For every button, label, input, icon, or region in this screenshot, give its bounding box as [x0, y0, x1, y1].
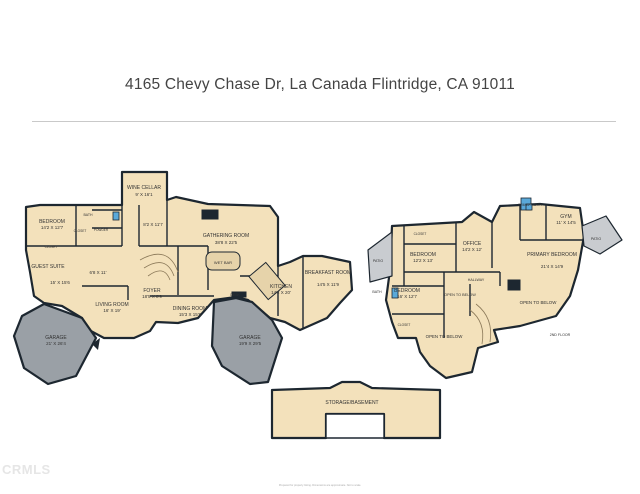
desk-label: DESK — [230, 293, 240, 297]
storage-basement-label: STORAGE/BASEMENT — [325, 400, 378, 406]
bedroom3-dim: 16' X 12'7 — [397, 294, 417, 299]
garage-right — [210, 296, 284, 386]
primary-bedroom-dim: 21'4 X 14'9 — [541, 264, 564, 269]
gym-dim: 11' X 14'5 — [556, 220, 576, 225]
wine-cellar-dim: 9' X 16'1 — [135, 192, 153, 197]
patio-left — [367, 231, 393, 283]
guest-suite-dim: 15' X 15'6 — [50, 280, 70, 285]
office-dim: 14'2 X 12' — [462, 247, 482, 252]
watermark-logo: CRMLS — [2, 462, 51, 477]
bedroom1-label: BEDROOM — [39, 219, 65, 225]
living-room-label: LIVING ROOM — [95, 302, 128, 308]
bedroom2-dim: 12'2 X 13' — [413, 258, 433, 263]
patio-right-label: PATIO — [591, 237, 601, 241]
foyer-dim: 18'5 X 8'9 — [142, 294, 162, 299]
wet-bar-label: WET BAR — [214, 260, 232, 265]
guest-suite-label: GUEST SUITE — [31, 264, 65, 270]
second-floor-outline — [384, 202, 586, 380]
garage-left-dim: 21' X 26'4 — [46, 341, 66, 346]
divider — [32, 121, 616, 122]
breakfast-label: BREAKFAST ROOM — [305, 270, 351, 276]
dining-room-label: DINING ROOM — [173, 306, 207, 312]
hallway-label: HALLWAY — [468, 278, 485, 282]
bath1-label: BATH — [83, 213, 93, 217]
gym-label: GYM — [560, 214, 571, 220]
primary-bedroom-label: PRIMARY BEDROOM — [527, 252, 577, 258]
open-below-3: OPEN TO BELOW — [426, 334, 464, 339]
open-below-1: OPEN TO BELOW — [444, 293, 476, 297]
closet1-label: CLOSET — [74, 229, 87, 233]
storage-dim: 6'8 X 11' — [90, 270, 107, 275]
garage-left-label: GARAGE — [45, 335, 67, 341]
bedroom2-label: BEDROOM — [410, 252, 436, 258]
wine-cellar-label: WINE CELLAR — [127, 185, 161, 191]
garage-left — [12, 302, 98, 386]
compass-icon — [92, 338, 100, 350]
bedroom1-dim: 14'2 X 12'7 — [41, 225, 64, 230]
page-title: 4165 Chevy Chase Dr, La Canada Flintridg… — [125, 76, 515, 93]
primary-bath-label: PRIMARY BATH — [518, 203, 542, 207]
kitchen-dim: 14'2 X 20' — [271, 290, 291, 295]
foyer-label: FOYER — [143, 288, 161, 294]
gathering-label: GATHERING ROOM — [203, 233, 249, 239]
living-room-dim: 16' X 19' — [103, 308, 120, 313]
dining-room-dim: 15'3 X 15'8 — [179, 312, 202, 317]
patio-right — [581, 215, 623, 255]
garage-right-dim: 19'9 X 29'5 — [239, 341, 262, 346]
open-below-2: OPEN TO BELOW — [520, 300, 558, 305]
closet-up-label: CLOSET — [414, 232, 427, 236]
office-label: OFFICE — [463, 241, 482, 247]
patio-left-label: PATIO — [373, 259, 383, 263]
powder-label: POWDER — [94, 228, 109, 232]
bedroom3-label: BEDROOM — [394, 288, 420, 294]
closet-guest-label: CLOSET — [45, 245, 58, 249]
closet-b3-label: CLOSET — [398, 323, 411, 327]
second-floor-label: 2ND FLOOR — [550, 333, 571, 337]
kitchen-label: KITCHEN — [270, 284, 292, 290]
garage-right-label: GARAGE — [239, 335, 261, 341]
bath-up-label: BATH — [372, 290, 382, 294]
stair-dim: 8'2 X 11'7 — [143, 222, 163, 227]
disclaimer-text: Prepared for property listing. Dimension… — [278, 484, 362, 487]
breakfast-dim: 14'5 X 11'9 — [317, 282, 339, 287]
gathering-dim: 38'8 X 22'5 — [215, 240, 238, 245]
